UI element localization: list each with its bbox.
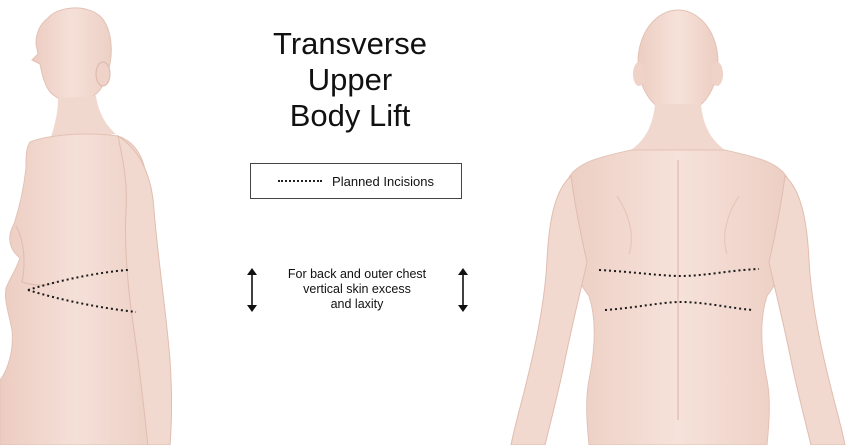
title-line: Body Lift — [240, 98, 460, 134]
page-title: Transverse Upper Body Lift — [240, 26, 460, 134]
note-line: vertical skin excess — [272, 282, 442, 297]
note-line: and laxity — [272, 297, 442, 312]
side-view-body-figure — [0, 0, 175, 445]
title-line: Upper — [240, 62, 460, 98]
dotted-line-icon — [278, 180, 322, 182]
note-text: For back and outer chest vertical skin e… — [272, 267, 442, 312]
legend-box: Planned Incisions — [250, 163, 462, 199]
double-vertical-arrow-icon — [245, 266, 259, 314]
legend-label: Planned Incisions — [332, 174, 434, 189]
title-line: Transverse — [240, 26, 460, 62]
double-vertical-arrow-icon — [456, 266, 470, 314]
note-line: For back and outer chest — [272, 267, 442, 282]
back-view-body-figure — [505, 0, 846, 445]
